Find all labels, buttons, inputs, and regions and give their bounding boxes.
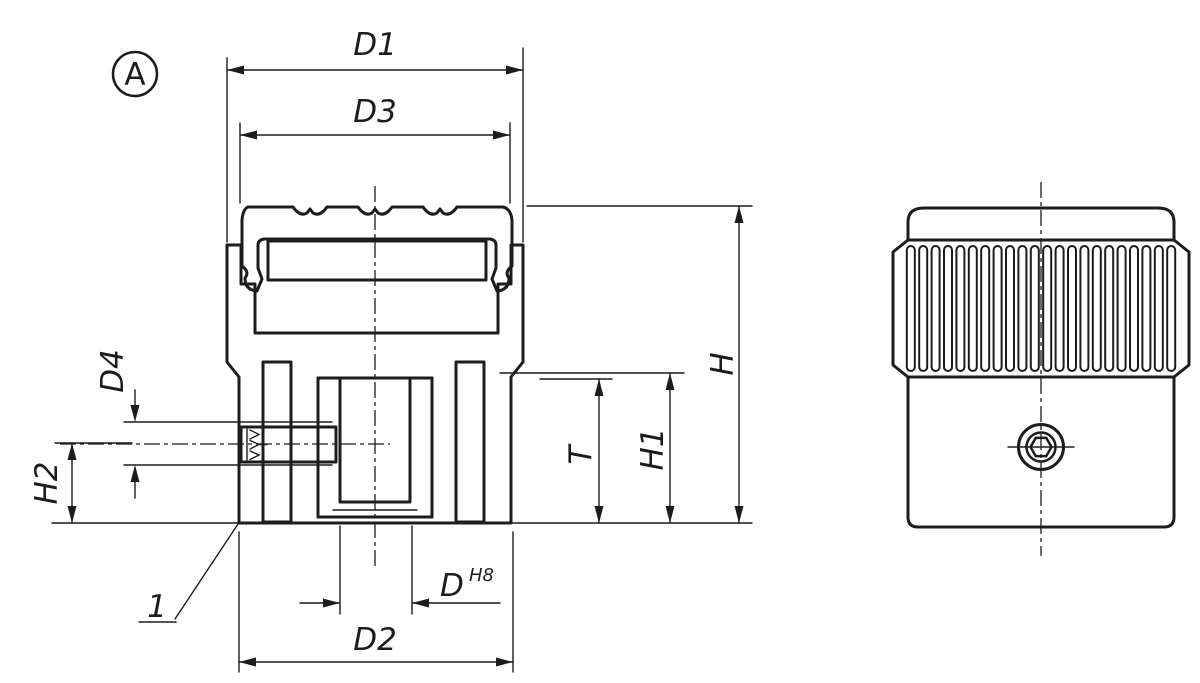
knurl-rib [918, 245, 929, 372]
knurl-rib [1005, 245, 1015, 372]
dim-label-d2: D2 [353, 622, 397, 658]
knurl-rib [1104, 245, 1115, 372]
knurl-rib [1129, 245, 1139, 372]
knurl-rib [1166, 245, 1177, 372]
callout-1-label: 1 [147, 589, 167, 625]
knurl-rib [1116, 245, 1127, 372]
front-section-view [60, 186, 525, 568]
knurl-rib [1091, 245, 1102, 372]
knurl-rib [905, 245, 916, 372]
knurl-rib [1054, 245, 1065, 372]
dim-label-d4: D4 [95, 349, 131, 393]
side-view [891, 182, 1191, 556]
view-marker-circle [111, 50, 159, 98]
knurl-rib [1029, 245, 1040, 372]
knurl-rib [943, 245, 953, 372]
dim-label-h2: H2 [29, 461, 65, 504]
knurl-rib [980, 245, 991, 372]
knurl-rib [1153, 245, 1164, 372]
dim-label-d: D [440, 568, 464, 604]
knurl-rib [930, 245, 941, 372]
cap-dome [906, 206, 1176, 242]
dim-label-d1: D1 [353, 27, 397, 63]
dim-label-d-tolerance: H8 [469, 565, 494, 586]
knurl-rib [1067, 245, 1077, 372]
bushing-section [316, 376, 434, 519]
knurl-rib [1042, 245, 1053, 372]
knurl-band [891, 238, 1191, 379]
view-marker-a: A [124, 57, 145, 93]
dim-label-h: H [705, 352, 741, 375]
knurl-rib [1141, 245, 1152, 372]
callout-leader-line [174, 523, 239, 620]
knurl-rib [955, 245, 966, 372]
knurl-rib [1017, 245, 1028, 372]
dim-label-d3: D3 [353, 94, 397, 130]
dim-label-t: T [563, 443, 599, 464]
knob-cap-section [240, 205, 514, 293]
knurl-rib [992, 245, 1003, 372]
knurl-rib [1079, 245, 1090, 372]
knurl-rib [967, 245, 978, 372]
knob-lower-body [906, 375, 1176, 529]
knurl-ribs [905, 245, 1177, 372]
dimension-annotations: D1 D3 H H1 T H2 [29, 27, 753, 673]
dim-label-h1: H1 [635, 427, 671, 470]
